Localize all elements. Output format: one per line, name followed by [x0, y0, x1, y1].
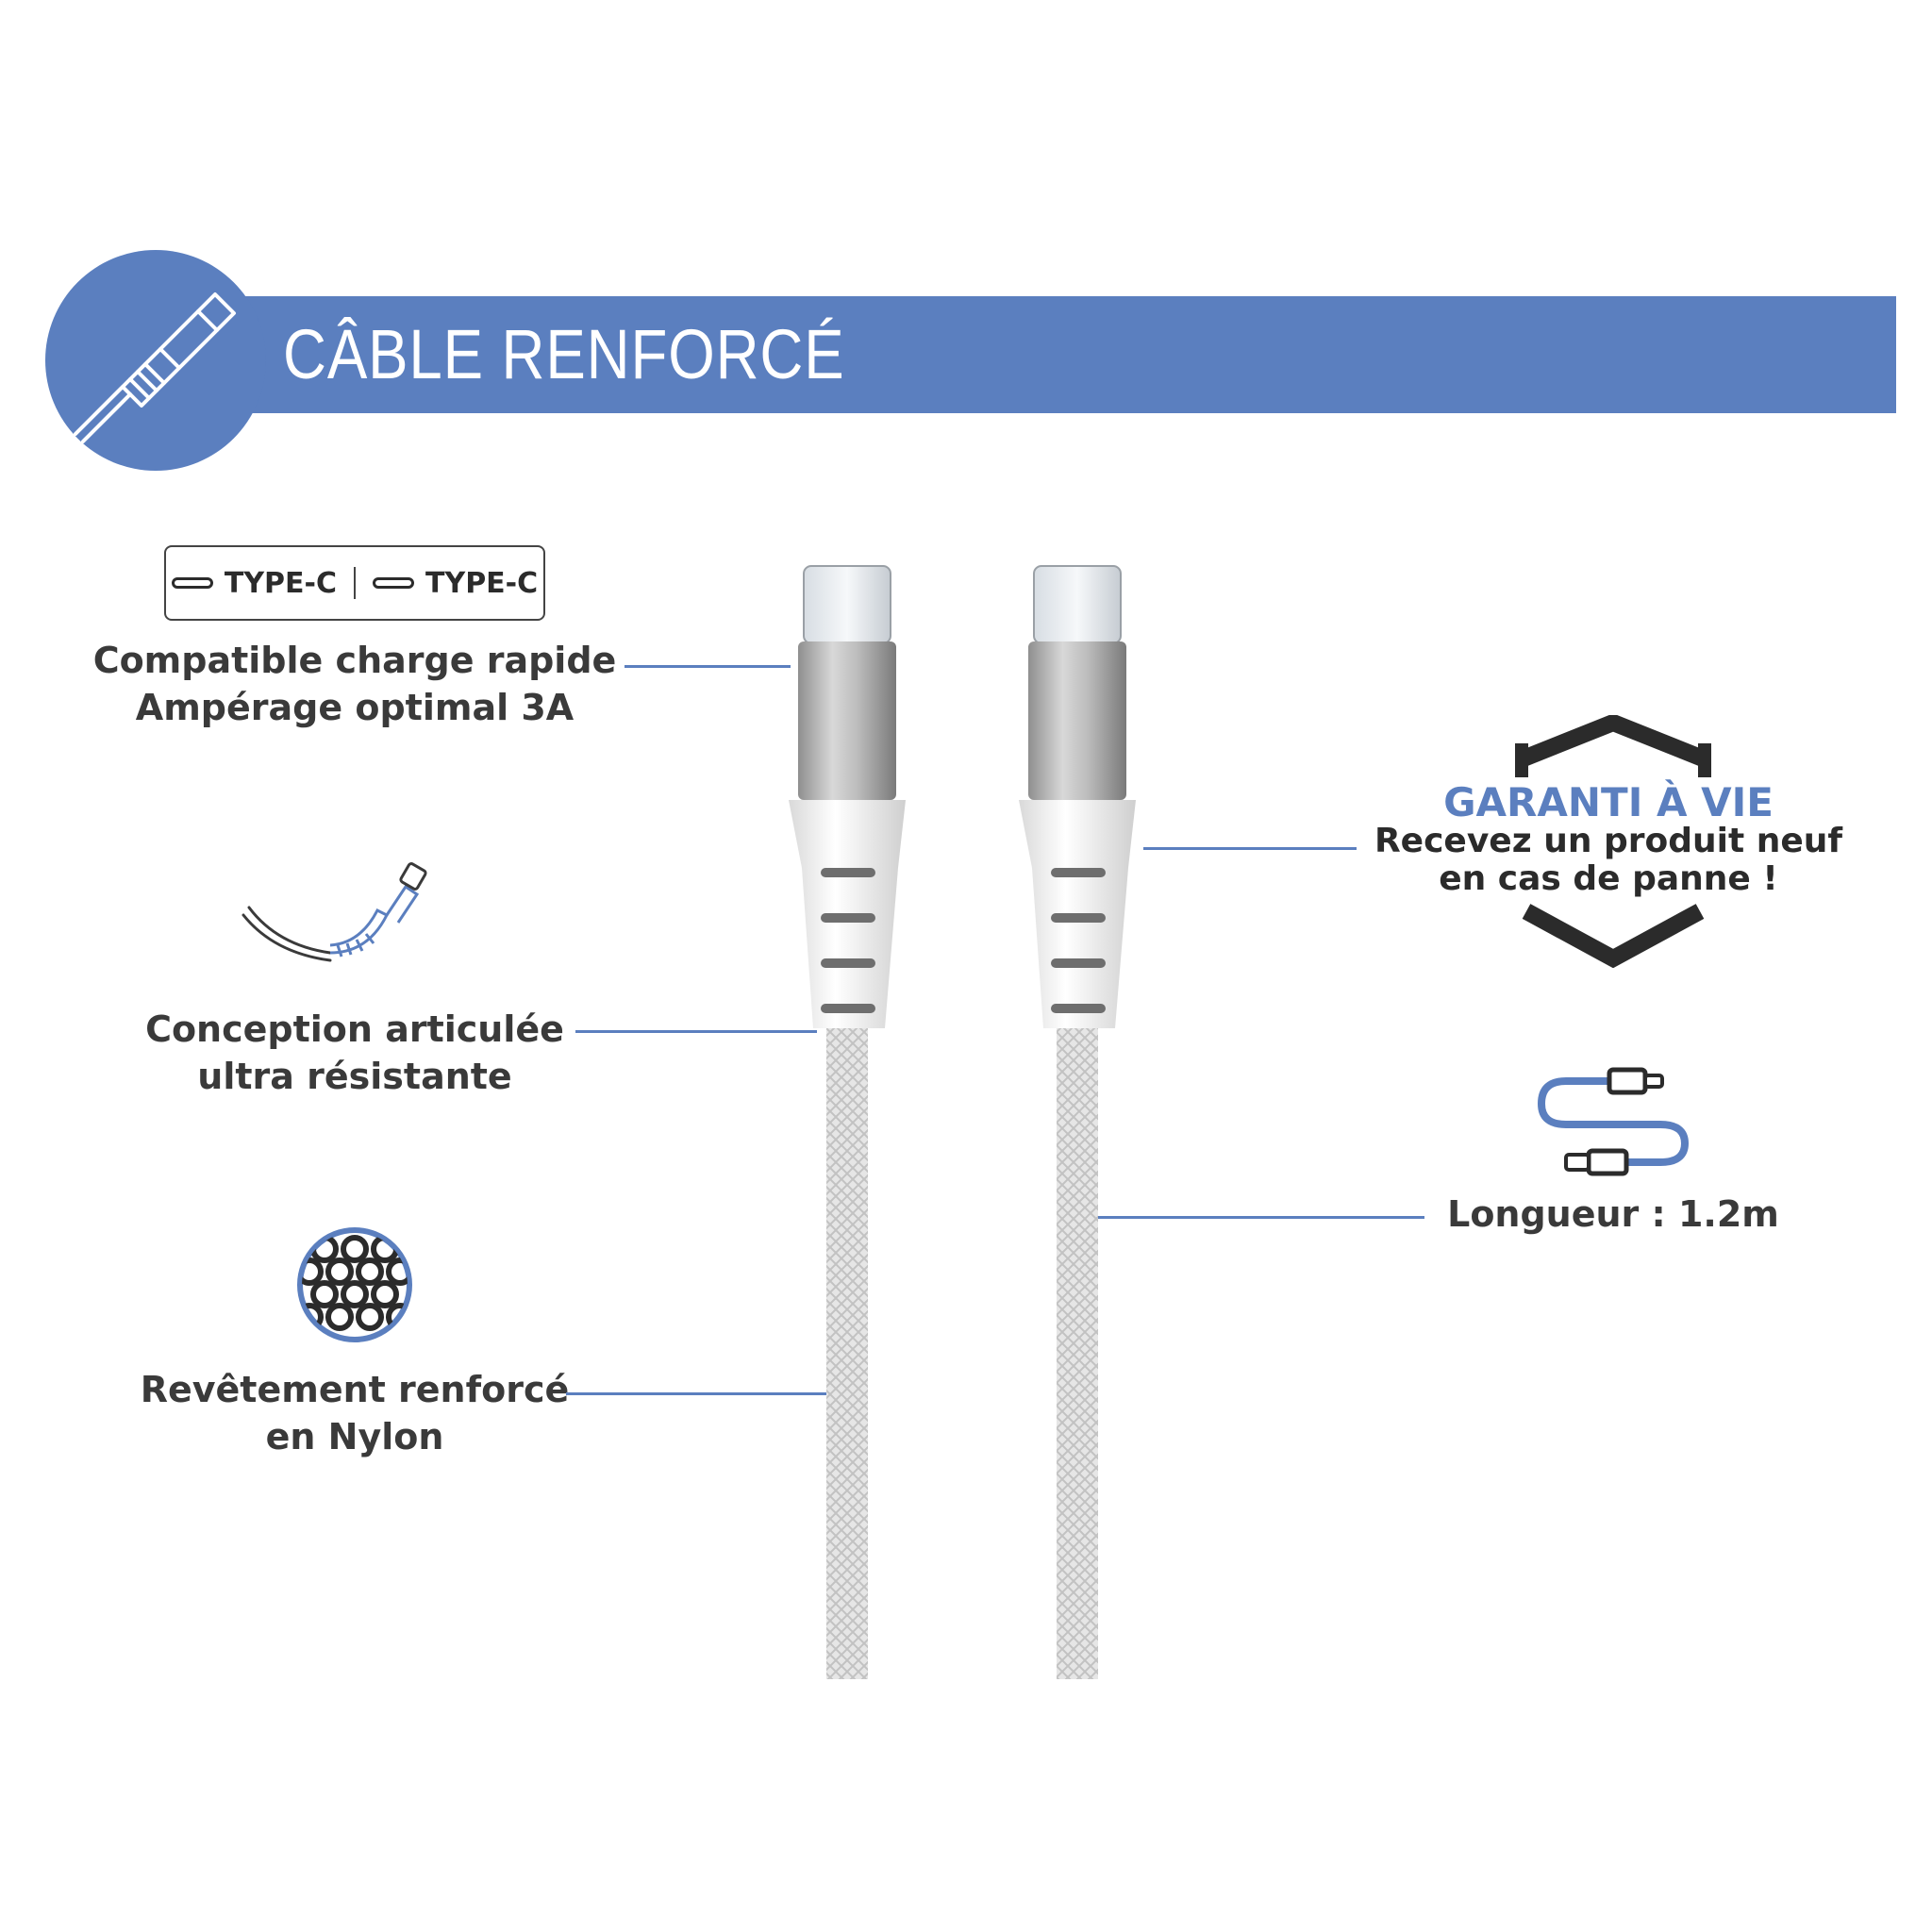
page-title: CÂBLE RENFORCÉ: [283, 315, 845, 393]
nylon-mesh-icon: [297, 1227, 412, 1342]
cable-icon: [74, 292, 236, 443]
product-cables: [789, 565, 1136, 1679]
guarantee-title: GARANTI À VIE: [1443, 779, 1774, 825]
left-connector: [789, 565, 906, 1679]
feature-line: Ampérage optimal 3A: [135, 687, 575, 728]
feature-line: Revêtement renforcé: [140, 1369, 570, 1410]
guarantee-text: Recevez un produit neuf en cas de panne …: [1358, 823, 1858, 898]
badge-divider: [354, 567, 356, 599]
leader-line: [625, 665, 791, 668]
leader-line: [1098, 1216, 1424, 1219]
leader-line: [575, 1030, 817, 1033]
guarantee-line: en cas de panne !: [1439, 859, 1778, 898]
usb-c-icon: [171, 577, 213, 589]
feature-fast-charge: Compatible charge rapide Ampérage optima…: [91, 637, 619, 731]
feature-nylon: Revêtement renforcé en Nylon: [91, 1366, 619, 1460]
length-label: Longueur : 1.2m: [1447, 1193, 1779, 1235]
feature-line: ultra résistante: [197, 1056, 512, 1097]
feature-line: Conception articulée: [145, 1008, 564, 1050]
cable-length-icon: [1537, 1067, 1690, 1176]
usb-c-icon: [373, 577, 414, 589]
leader-line: [1143, 847, 1357, 850]
feature-articulated: Conception articulée ultra résistante: [91, 1006, 619, 1100]
shield-icon: [1515, 715, 1711, 968]
leader-line: [566, 1392, 826, 1395]
feature-line: Compatible charge rapide: [92, 640, 617, 681]
type-c-badge: TYPE-C TYPE-C: [164, 545, 545, 621]
feature-line: en Nylon: [265, 1416, 444, 1457]
header-icon-circle: [45, 250, 266, 471]
right-connector: [1019, 565, 1136, 1679]
bent-cable-icon: [242, 862, 427, 962]
header-banner: [179, 296, 1896, 413]
badge-left-label: TYPE-C: [224, 566, 337, 600]
badge-right-label: TYPE-C: [425, 566, 539, 600]
guarantee-line: Recevez un produit neuf: [1374, 822, 1843, 860]
